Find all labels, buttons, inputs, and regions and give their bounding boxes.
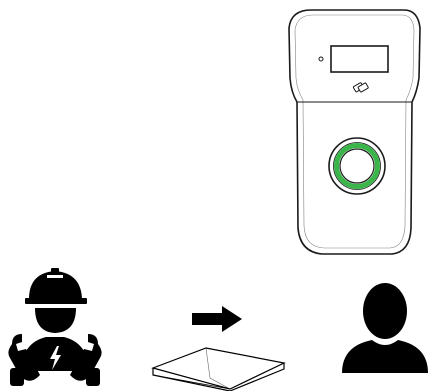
- user-person-icon: [0, 0, 436, 391]
- illustration: [0, 0, 436, 391]
